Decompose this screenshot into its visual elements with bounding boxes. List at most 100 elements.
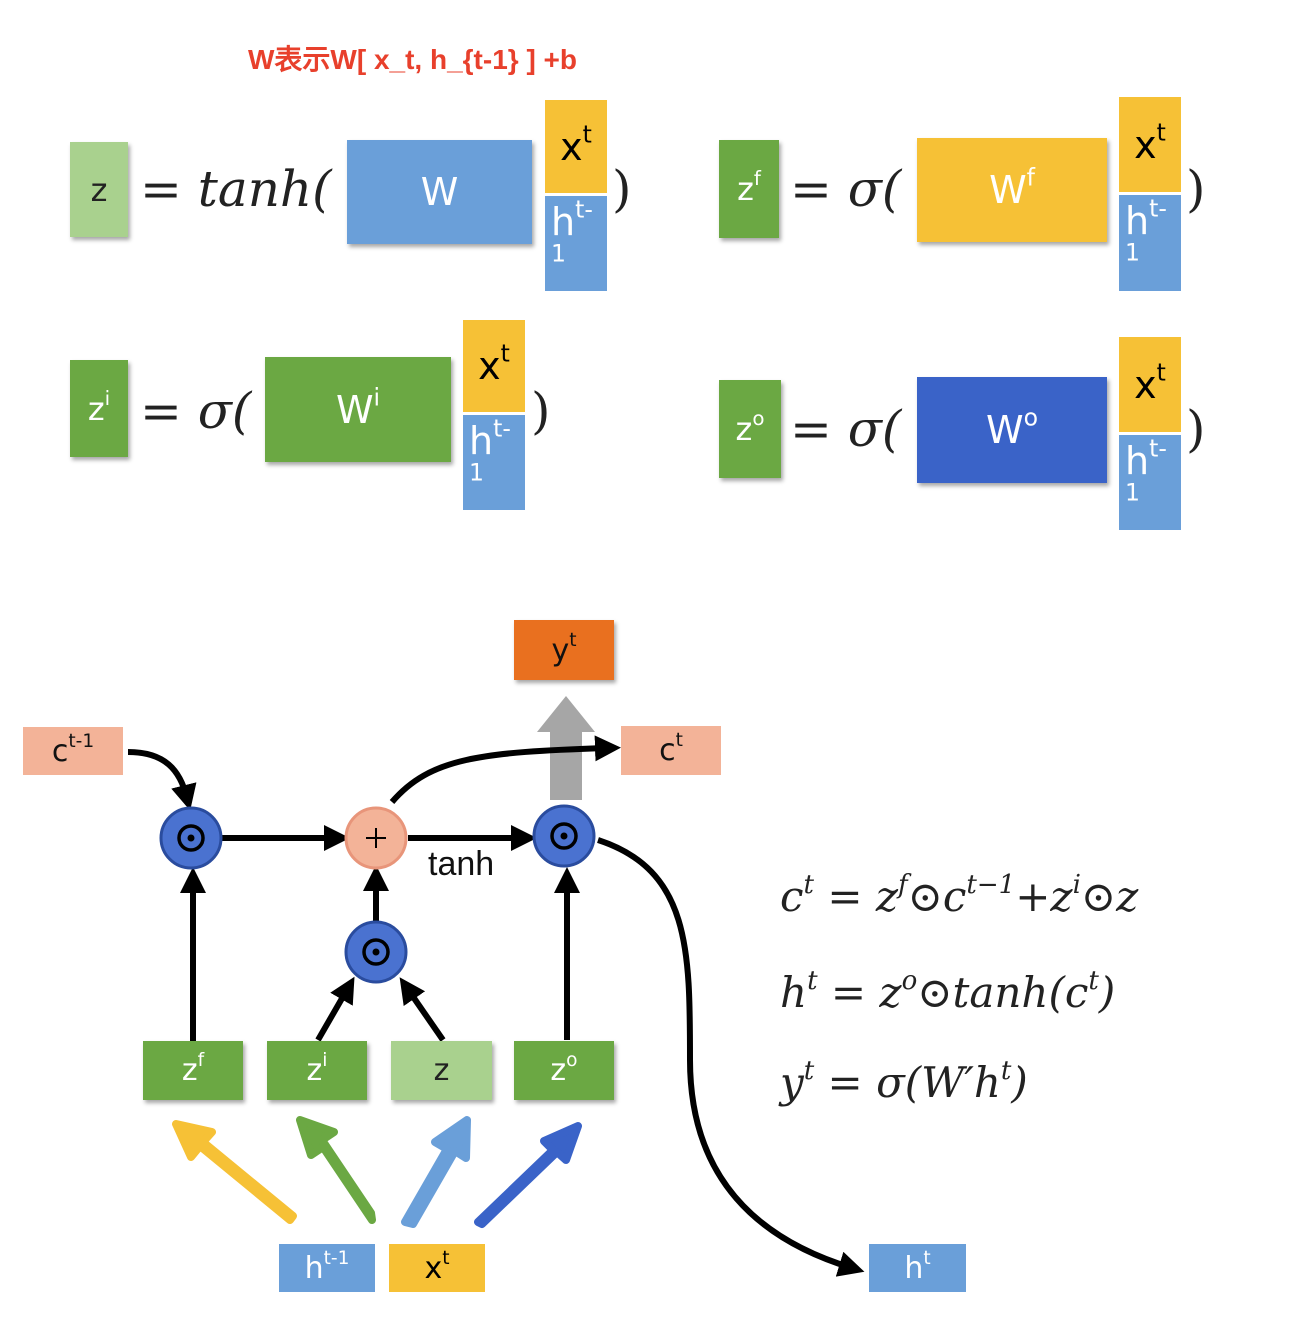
x-sup: t [500, 339, 510, 368]
zo-label: zo [735, 409, 765, 448]
formula-c-part4: ⊙z [1080, 872, 1139, 921]
c-next-box: ct [621, 726, 721, 775]
x-box: xt [1119, 337, 1181, 432]
sigma-function: = σ( [790, 400, 902, 458]
wo-label: Wo [986, 406, 1038, 452]
h-label: ht-1 [1125, 197, 1181, 287]
sigma-function: = σ( [790, 160, 902, 218]
formula-h-sup-o: o [901, 965, 918, 996]
add-node [344, 806, 408, 870]
formula-c-part1: = z [814, 872, 899, 921]
zi-box: zi [70, 360, 128, 457]
h-box: ht-1 [463, 415, 525, 510]
h-prev-base: h [304, 1250, 324, 1286]
zf-base: z [737, 170, 754, 208]
formula-c-part2: ⊙c [907, 872, 967, 921]
zi-node-sup: i [322, 1050, 328, 1072]
wf-box: Wf [917, 138, 1107, 242]
h-sup: t-1 [1125, 433, 1167, 506]
page-title: W表示W[ x_t, h_{t-1} ] +b [248, 44, 578, 75]
z-node: z [391, 1041, 492, 1100]
formula-h-sup-t: t [1088, 965, 1099, 996]
x-base: x [1134, 362, 1157, 407]
x-box: xt [545, 100, 607, 193]
formula-h-part1: = z [817, 968, 902, 1017]
x-input-box: xt [389, 1244, 485, 1292]
formula-c-lhs-sup: t [803, 869, 814, 900]
h-label: ht-1 [551, 197, 607, 288]
close-paren: ) [612, 160, 632, 218]
zi-base: z [87, 389, 105, 428]
zi-sup: i [104, 386, 111, 410]
x-sup: t [1156, 117, 1166, 146]
w-label: W [420, 170, 459, 214]
y-label: yt [551, 629, 577, 668]
formula-y-part2: ) [1011, 1058, 1028, 1107]
zi-node: zi [267, 1041, 367, 1100]
zo-node-sup: o [566, 1050, 578, 1072]
h-next-label: ht [904, 1247, 931, 1286]
zi-diag-arrow [315, 976, 355, 1042]
x-input-base: x [424, 1250, 443, 1286]
zf-node-base: z [181, 1053, 198, 1088]
c-prev-base: c [51, 733, 69, 769]
zi-label: zi [87, 386, 111, 428]
wf-label: Wf [989, 166, 1035, 212]
zo-base: z [735, 410, 753, 448]
close-paren: ) [1186, 160, 1206, 218]
x-box: xt [1119, 97, 1181, 192]
y-sup: t [569, 629, 577, 651]
h-base: h [1125, 199, 1150, 243]
formula-h-lhs: h [780, 968, 808, 1017]
wi-sup: i [373, 382, 381, 411]
wo-sup: o [1023, 403, 1038, 432]
c-next-base: c [659, 733, 676, 768]
h-base: h [1125, 438, 1150, 483]
h-next-sup: t [923, 1247, 931, 1269]
zf-label: zf [737, 167, 761, 208]
y-box: yt [514, 620, 614, 680]
x-sup: t [582, 119, 592, 148]
h-sup: t-1 [469, 413, 511, 486]
formula-h-lhs-sup: t [807, 965, 818, 996]
x-input-label: xt [424, 1247, 450, 1286]
zf-sup: f [753, 167, 761, 191]
formula-h-part2: ⊙tanh(c [917, 968, 1089, 1017]
wo-box: Wo [917, 377, 1107, 483]
formula-y-lhs-sup: t [803, 1055, 815, 1086]
h-next-arrow [597, 837, 865, 1277]
wo-base: W [986, 408, 1024, 452]
formula-c-sup-prev: t−1 [966, 869, 1016, 900]
z-node-label: z [433, 1053, 450, 1088]
x-sup: t [1156, 357, 1166, 386]
x-label: xt [1134, 120, 1166, 167]
h-label: ht-1 [469, 416, 525, 507]
tanh-label: tanh [428, 845, 495, 883]
zf-box: zf [719, 140, 779, 238]
x-base: x [1134, 122, 1157, 167]
x-input-sup: t [442, 1247, 450, 1269]
zo-box: zo [719, 380, 781, 478]
formula-h-part3: ) [1098, 968, 1116, 1017]
h-base: h [551, 199, 576, 244]
dark-blue-arrow [474, 1122, 582, 1228]
multiply-node-middle [344, 920, 408, 984]
h-sup: t-1 [1125, 194, 1167, 267]
x-base: x [478, 344, 501, 388]
x-label: xt [478, 342, 510, 388]
x-label: xt [560, 122, 592, 168]
wi-label: Wi [336, 385, 380, 431]
c-prev-label: ct-1 [51, 732, 94, 769]
wf-sup: f [1026, 163, 1035, 192]
w-box: W [347, 140, 532, 244]
c-next-label: ct [659, 730, 683, 768]
h-prev-label: ht-1 [304, 1249, 350, 1286]
h-prev-box: ht-1 [279, 1244, 375, 1292]
formula-y: yt = σ(W′ht) [780, 1058, 1028, 1107]
yellow-arrow [172, 1120, 297, 1224]
formula-y-sup-t: t [1000, 1055, 1012, 1086]
h-label: ht-1 [1125, 436, 1181, 527]
c-next-sup: t [675, 730, 683, 752]
h-next-base: h [904, 1250, 924, 1286]
